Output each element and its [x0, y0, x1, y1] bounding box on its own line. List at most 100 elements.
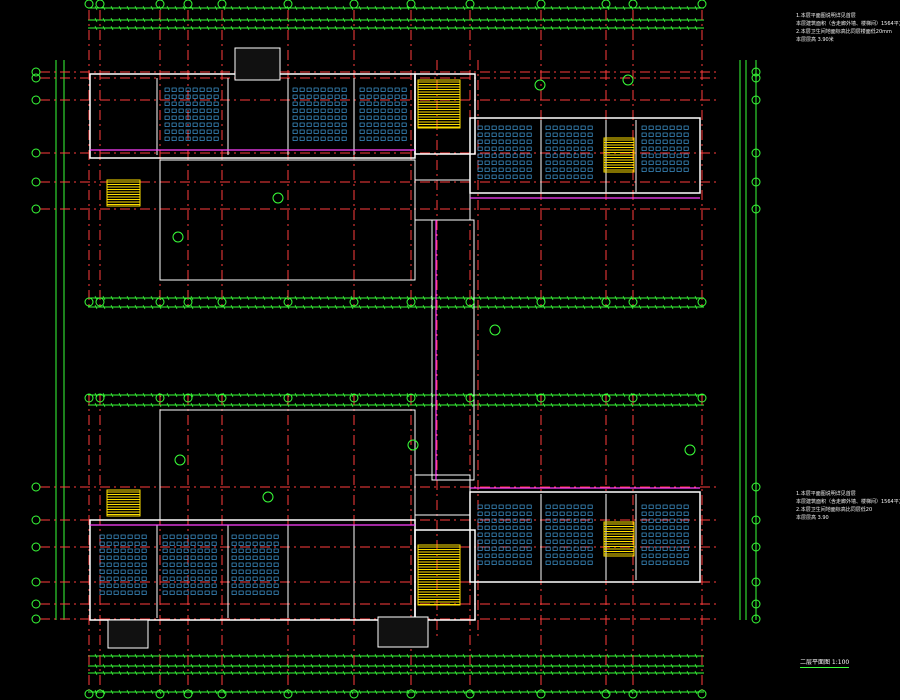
dimension-tick: [678, 689, 682, 695]
desk: [648, 153, 654, 158]
axis-bubble: [751, 204, 761, 214]
dimension-tick: [310, 304, 314, 310]
desk: [197, 534, 203, 539]
dimension-tick: [206, 392, 210, 398]
dimension-tick: [526, 25, 530, 31]
dimension-tick: [206, 653, 210, 659]
axis-bubble: [155, 297, 165, 307]
dimension-tick: [334, 689, 338, 695]
desk: [387, 94, 393, 99]
desk: [164, 94, 170, 99]
desk: [580, 504, 586, 509]
dimension-tick: [326, 304, 330, 310]
dimension-tick: [526, 663, 530, 669]
desk: [676, 504, 682, 509]
desk: [366, 115, 372, 120]
dimension-tick: [326, 5, 330, 11]
desk: [512, 153, 518, 158]
dimension-tick: [478, 5, 482, 11]
dimension-tick: [198, 653, 202, 659]
design-notes-bottom: 1.本层平面图说明详见首层 本层建筑面积（含走廊外墙、楼梯间）1564平方米 2…: [796, 490, 900, 522]
desk: [176, 583, 182, 588]
desk: [662, 139, 668, 144]
desk: [552, 167, 558, 172]
dimension-tick: [270, 663, 274, 669]
dimension-tick: [238, 653, 242, 659]
dimension-tick: [614, 663, 618, 669]
dimension-tick: [302, 402, 306, 408]
dimension-tick: [574, 25, 578, 31]
desk: [190, 534, 196, 539]
dimension-tick: [342, 392, 346, 398]
desk: [141, 576, 147, 581]
dimension-tick: [174, 670, 178, 676]
desk: [491, 125, 497, 130]
dimension-tick: [526, 689, 530, 695]
dimension-tick: [126, 689, 130, 695]
dimension-tick: [494, 689, 498, 695]
desk: [491, 546, 497, 551]
dimension-tick: [350, 670, 354, 676]
desk: [519, 560, 525, 565]
axis-bubble: [31, 73, 41, 83]
axis-bubble: [751, 614, 761, 624]
desk: [199, 136, 205, 141]
axis-bubble: [31, 148, 41, 158]
detail-bubble: [684, 444, 696, 456]
dimension-tick: [350, 392, 354, 398]
dimension-tick: [270, 653, 274, 659]
dimension-tick: [198, 25, 202, 31]
desk: [655, 167, 661, 172]
desk: [185, 94, 191, 99]
dimension-tick: [518, 670, 522, 676]
desk: [526, 553, 532, 558]
dimension-tick: [326, 295, 330, 301]
dimension-tick: [94, 25, 98, 31]
desk: [662, 132, 668, 137]
desk: [192, 129, 198, 134]
desk: [259, 555, 265, 560]
dimension-tick: [326, 25, 330, 31]
desk: [231, 534, 237, 539]
dimension-tick: [246, 653, 250, 659]
dimension-tick: [398, 670, 402, 676]
dimension-tick: [190, 17, 194, 23]
dimension-tick: [382, 653, 386, 659]
desk: [512, 174, 518, 179]
dimension-tick: [270, 670, 274, 676]
dimension-tick: [118, 25, 122, 31]
desk: [183, 555, 189, 560]
axis-bubble: [601, 689, 611, 699]
desk: [648, 146, 654, 151]
dimension-tick: [438, 663, 442, 669]
dimension-tick: [414, 402, 418, 408]
dimension-tick: [646, 5, 650, 11]
dimension-tick: [414, 653, 418, 659]
dimension-tick: [526, 304, 530, 310]
desk: [211, 534, 217, 539]
desk: [641, 504, 647, 509]
dimension-tick: [326, 653, 330, 659]
dimension-tick: [438, 304, 442, 310]
desk: [299, 87, 305, 92]
desk: [566, 511, 572, 516]
dimension-tick: [614, 304, 618, 310]
dimension-tick: [254, 25, 258, 31]
dimension-tick: [606, 670, 610, 676]
dimension-tick: [502, 402, 506, 408]
detail-bubble: [262, 491, 274, 503]
dimension-tick: [262, 304, 266, 310]
desk: [320, 129, 326, 134]
dimension-tick: [174, 663, 178, 669]
dimension-tick: [406, 304, 410, 310]
desk: [245, 534, 251, 539]
desk: [266, 590, 272, 595]
dimension-tick: [342, 295, 346, 301]
desk: [669, 560, 675, 565]
dimension-tick: [366, 653, 370, 659]
dimension-tick: [598, 392, 602, 398]
dimension-tick: [614, 689, 618, 695]
dimension-tick: [574, 653, 578, 659]
dimension-tick: [246, 25, 250, 31]
desk: [359, 94, 365, 99]
